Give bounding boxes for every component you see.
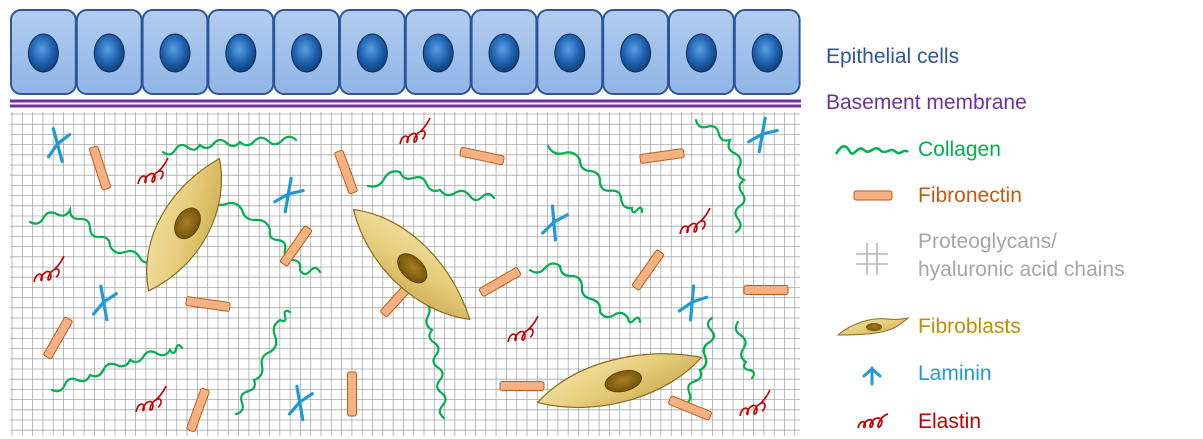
collagen-fiber [163, 137, 296, 155]
legend-fibroblasts: Fibroblasts [826, 310, 1021, 344]
legend-laminin: Laminin [826, 357, 992, 391]
collagen-fiber [236, 311, 290, 414]
fibronectin-rod [334, 150, 358, 194]
legend-basement-label: Basement membrane [826, 89, 1027, 117]
elastin-coil [138, 158, 168, 184]
epithelial-cell-nucleus [752, 34, 782, 72]
fibronectin-rod [500, 382, 544, 391]
epithelial-cell [143, 10, 208, 94]
fibronectin-rod [744, 286, 788, 295]
collagen-fiber [736, 322, 754, 378]
epithelial-cell-nucleus [292, 34, 322, 72]
epithelial-cell [472, 10, 537, 94]
legend-fibroblasts-label: Fibroblasts [918, 313, 1021, 341]
elastin-coil [740, 390, 770, 416]
epithelial-cell [274, 10, 339, 94]
fibronectin-rod [89, 146, 111, 191]
epithelial-cell [340, 10, 405, 94]
fibronectin-rod [640, 148, 685, 163]
epithelial-cell-nucleus [423, 34, 453, 72]
epithelial-cell-nucleus [621, 34, 651, 72]
epithelial-cell [77, 10, 142, 94]
fibronectin-rod [479, 267, 522, 297]
fibronectin-rod-icon [826, 179, 918, 213]
laminin-arm-right [692, 296, 706, 303]
collagen-fiber-icon [826, 133, 918, 167]
epithelial-cell-nucleus [94, 34, 124, 72]
legend-proteoglycans-line2: hyaluronic acid chains [918, 256, 1125, 284]
legend: Epithelial cells Basement membrane Colla… [826, 0, 1203, 439]
elastin-coil [34, 256, 64, 282]
epithelial-cell-nucleus [686, 34, 716, 72]
elastin-coil-icon [826, 405, 918, 439]
elastin-coil [680, 208, 710, 234]
epithelial-cell [603, 10, 668, 94]
laminin [679, 285, 708, 321]
laminin [540, 205, 569, 241]
epithelial-cell [735, 10, 800, 94]
epithelial-cell-nucleus [489, 34, 519, 72]
fibroblast-cell-icon [826, 310, 918, 344]
epithelial-cell-nucleus [28, 34, 58, 72]
legend-epithelial: Epithelial cells [826, 40, 959, 74]
epithelial-cell [669, 10, 734, 94]
epithelial-layer [11, 10, 800, 94]
epithelial-cell [208, 10, 273, 94]
legend-proteoglycans: Proteoglycans/ hyaluronic acid chains [826, 228, 1125, 290]
fibroblast [126, 148, 244, 303]
collagen-fiber [530, 263, 640, 322]
collagen-fiber [548, 146, 642, 212]
legend-basement: Basement membrane [826, 86, 1027, 120]
elastin-coil [400, 118, 430, 144]
legend-collagen-label: Collagen [918, 136, 1001, 164]
laminin-arm-right [299, 394, 314, 402]
collagen-fiber [52, 345, 182, 391]
legend-collagen: Collagen [826, 133, 1001, 167]
legend-fibronectin-label: Fibronectin [918, 182, 1022, 210]
fibroblast [338, 192, 484, 338]
mesh-grid-icon [826, 228, 918, 290]
epithelial-cell-nucleus [160, 34, 190, 72]
ecm-diagram [0, 0, 820, 439]
legend-laminin-label: Laminin [918, 360, 992, 388]
collagen-fiber [696, 120, 745, 232]
legend-proteoglycans-line1: Proteoglycans/ [918, 228, 1125, 256]
epithelial-cell-nucleus [357, 34, 387, 72]
legend-elastin-label: Elastin [918, 408, 981, 436]
epithelial-cell [406, 10, 471, 94]
legend-proteoglycans-label: Proteoglycans/ hyaluronic acid chains [918, 228, 1125, 285]
epithelial-cell [11, 10, 76, 94]
fibronectin-rod [632, 249, 665, 290]
epithelial-cell [537, 10, 602, 94]
fibronectin-rod [348, 372, 357, 416]
laminin-cross-icon [826, 357, 918, 391]
fibronectin-rod [460, 147, 505, 165]
elastin-coil [136, 386, 166, 412]
legend-fibronectin: Fibronectin [826, 179, 1022, 213]
legend-epithelial-label: Epithelial cells [826, 43, 959, 71]
epithelial-cell-nucleus [555, 34, 585, 72]
epithelial-cell-nucleus [226, 34, 256, 72]
legend-elastin: Elastin [826, 405, 981, 439]
